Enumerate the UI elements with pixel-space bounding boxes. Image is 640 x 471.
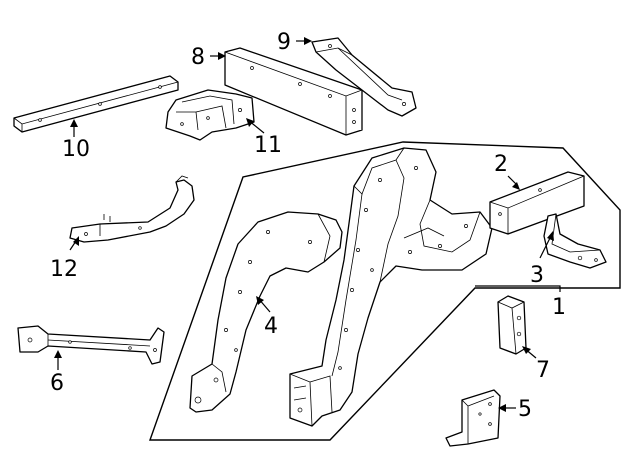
part-1-inner-body-structure — [289, 147, 493, 427]
callout-8: 8 — [191, 45, 205, 70]
part-10-rail — [13, 75, 179, 133]
callout-12: 12 — [50, 257, 78, 282]
callout-1: 1 — [552, 295, 566, 320]
part-2-box-extension — [489, 171, 585, 235]
part-4-wheelhouse-panel — [189, 211, 343, 413]
callout-2: 2 — [494, 152, 508, 177]
part-7-reinforcement — [497, 295, 527, 355]
callout-3: 3 — [530, 263, 544, 288]
callout-6: 6 — [50, 371, 64, 396]
leader-lines — [54, 37, 561, 412]
assembly-boundary — [149, 141, 621, 441]
part-6-cross-member — [17, 325, 165, 365]
part-9-brace — [311, 37, 417, 117]
part-8-box-beam — [224, 47, 363, 136]
callout-4: 4 — [264, 314, 278, 339]
callout-10: 10 — [62, 137, 90, 162]
callout-11: 11 — [254, 133, 282, 158]
callout-5: 5 — [518, 397, 532, 422]
part-11-bracket — [165, 89, 255, 141]
callout-7: 7 — [536, 358, 550, 383]
part-12-curved-support — [69, 175, 195, 243]
callout-9: 9 — [277, 30, 291, 55]
part-5-angle-plate — [445, 389, 501, 447]
part-3-bracket — [543, 213, 607, 269]
